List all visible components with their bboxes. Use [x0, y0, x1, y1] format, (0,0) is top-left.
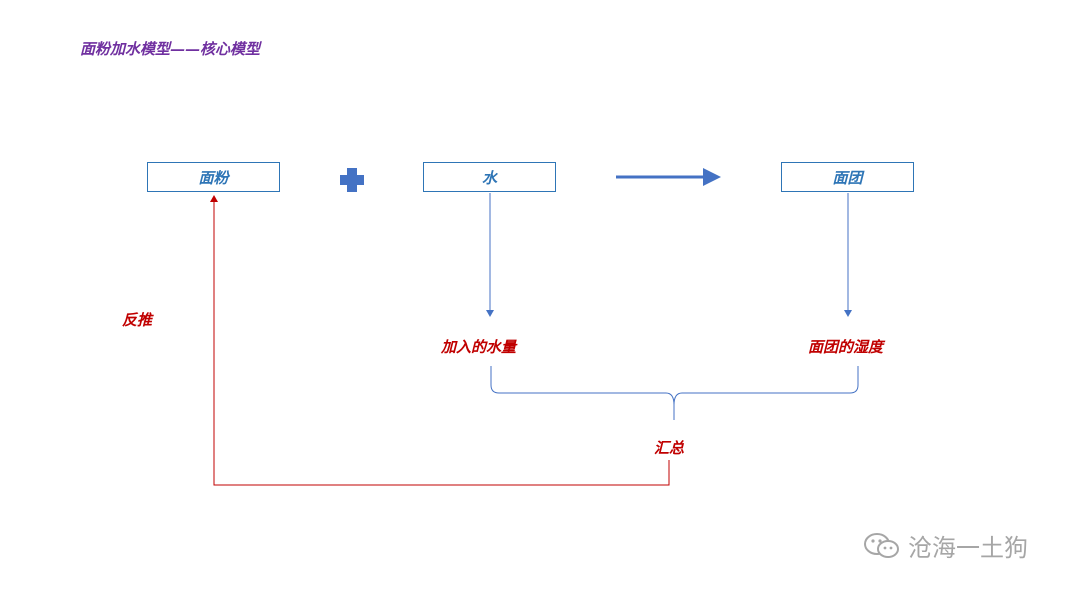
watermark-text: 沧海一土狗: [908, 534, 1028, 562]
dough-humidity-label: 面团的湿度: [808, 338, 884, 356]
summary-brace: [490, 366, 859, 420]
summary-label: 汇总: [654, 439, 685, 457]
dough-label: 面团: [832, 168, 863, 187]
flour-label: 面粉: [198, 168, 229, 187]
reverse-label: 反推: [122, 311, 153, 329]
watermark: 沧海一土狗: [862, 528, 1028, 563]
reverse-feedback-arrow: [210, 195, 670, 486]
plus-icon: [340, 168, 364, 192]
diagram-title: 面粉加水模型——核心模型: [80, 40, 261, 58]
water-amount-label: 加入的水量: [441, 338, 517, 356]
dough-box: 面团: [781, 162, 914, 192]
wechat-icon: [864, 532, 899, 558]
water-box: 水: [423, 162, 556, 192]
water-label: 水: [481, 168, 497, 187]
flour-box: 面粉: [147, 162, 280, 192]
